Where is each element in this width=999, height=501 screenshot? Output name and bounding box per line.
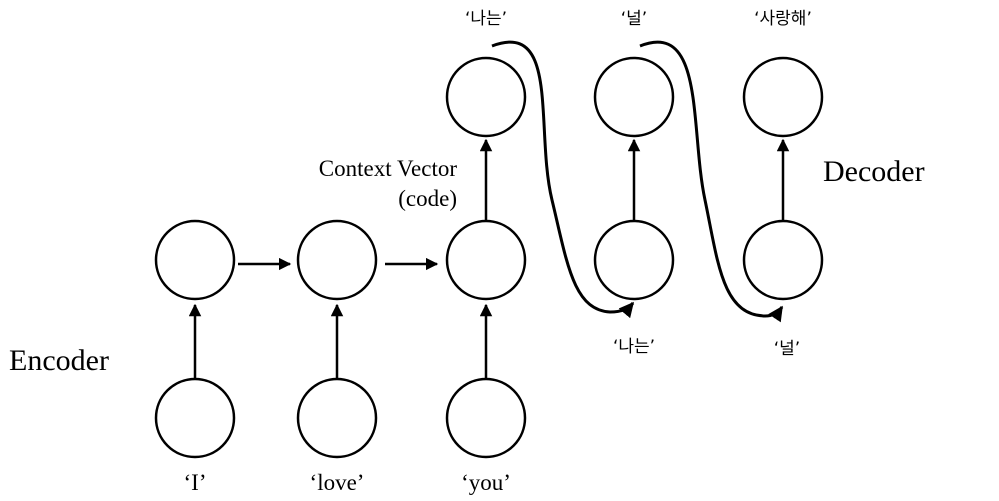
context-vector-label: Context Vector [319,156,458,181]
decoder-output-node-1 [445,56,527,138]
decoder-input-label-2: ‘널’ [774,339,800,359]
decoder-hidden-node-1 [593,219,675,301]
decoder-input-label-1: ‘나는’ [613,337,655,357]
encoder-input-node-2 [296,377,378,459]
encoder-hidden-node-1 [154,219,236,301]
context-vector-node [445,219,527,301]
encoder-input-node-3 [445,377,527,459]
encoder-input-label-3: ‘you’ [461,470,511,495]
encoder-input-label-1: ‘I’ [184,470,207,495]
decoder-output-label-2: ‘널’ [621,9,647,29]
feedback-curve-2 [639,40,784,323]
decoder-hidden-node-2 [742,219,824,301]
decoder-output-node-2 [593,56,675,138]
decoder-label: Decoder [823,155,925,188]
decoder-output-node-3 [742,56,824,138]
encoder-label: Encoder [9,344,109,377]
encoder-input-node-1 [154,377,236,459]
decoder-output-label-3: ‘사랑해’ [754,9,812,29]
feedback-curve-1 [491,40,635,319]
context-code-label: (code) [398,186,457,211]
encoder-hidden-node-2 [296,219,378,301]
decoder-output-label-1: ‘나는’ [465,9,507,29]
encoder-input-label-2: ‘love’ [310,470,365,495]
